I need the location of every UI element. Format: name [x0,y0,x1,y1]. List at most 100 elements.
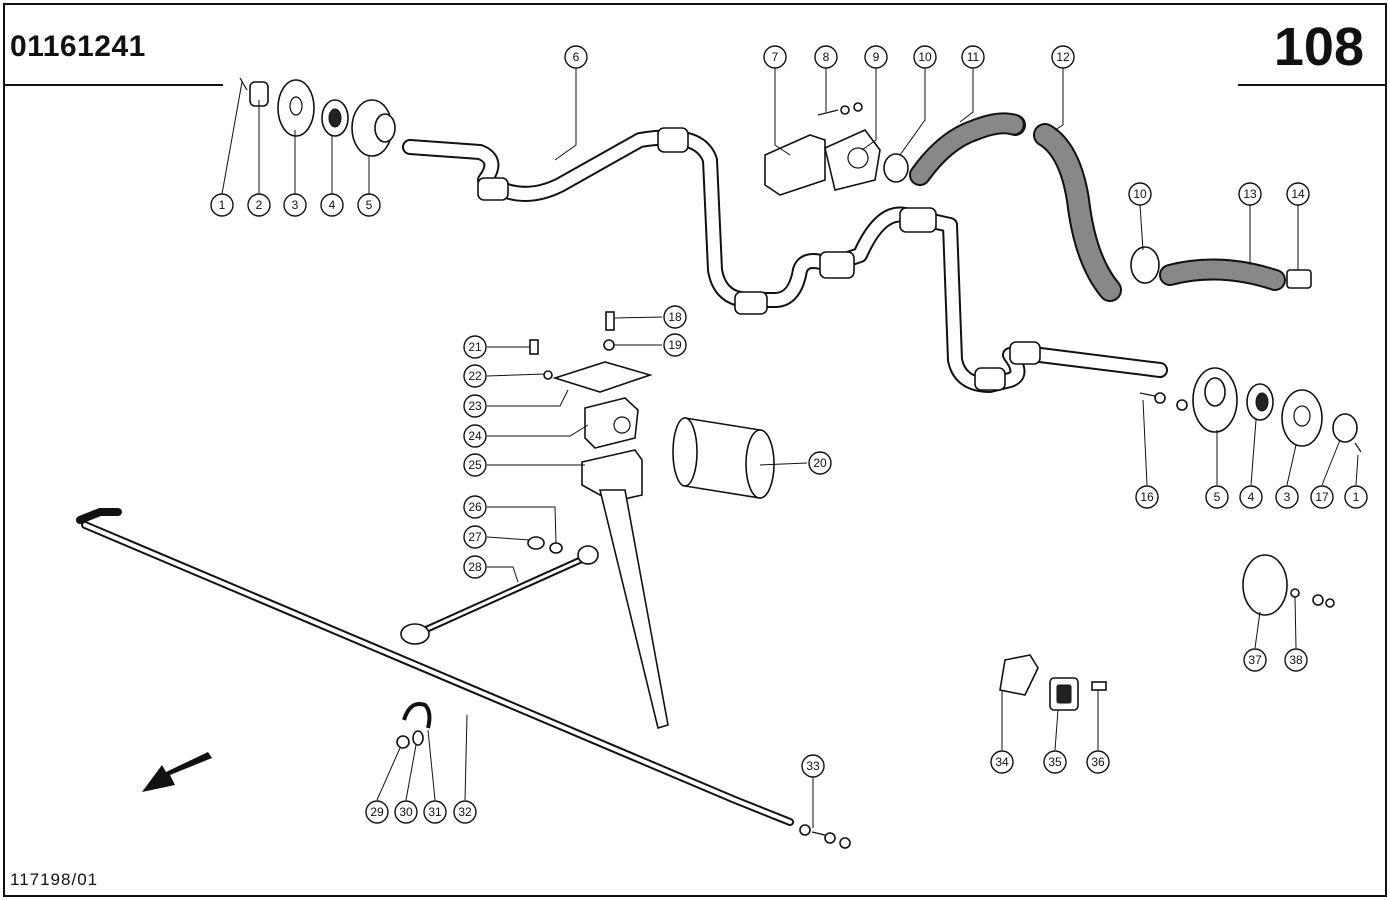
svg-text:21: 21 [468,340,482,354]
svg-text:9: 9 [873,50,880,64]
callout-38: 38 [1284,648,1308,672]
callout-23: 23 [463,394,487,418]
svg-text:28: 28 [468,560,482,574]
left-bearing-group [239,77,396,157]
svg-text:13: 13 [1243,187,1257,201]
svg-text:7: 7 [772,50,779,64]
svg-text:19: 19 [668,338,682,352]
callout-33: 33 [801,754,825,778]
right-bearing-group [1139,367,1362,453]
svg-text:27: 27 [468,530,482,544]
header-rule-right [1238,84,1385,86]
callout-27: 27 [463,525,487,549]
callout-18: 18 [663,305,687,329]
callout-35: 35 [1043,750,1067,774]
callout-32: 32 [453,800,477,824]
callout-36: 36 [1086,750,1110,774]
svg-text:26: 26 [468,500,482,514]
callout-30: 30 [394,800,418,824]
callout-3: 3 [283,193,307,217]
svg-text:10: 10 [1133,187,1147,201]
svg-text:1: 1 [219,198,226,212]
callout-1: 1 [210,193,234,217]
svg-text:24: 24 [468,429,482,443]
svg-text:22: 22 [468,369,482,383]
callout-14: 14 [1286,182,1310,206]
svg-text:8: 8 [823,50,830,64]
svg-text:20: 20 [813,456,827,470]
part-number: 01161241 [10,30,146,63]
svg-text:36: 36 [1091,755,1105,769]
callout-9: 9 [864,45,888,69]
diagram-frame [3,3,1387,897]
hose-group [909,112,1312,302]
callout-2: 2 [247,193,271,217]
callout-24: 24 [463,424,487,448]
callout-31: 31 [423,800,447,824]
svg-text:14: 14 [1291,187,1305,201]
svg-text:2: 2 [256,198,263,212]
callout-17: 17 [1310,485,1334,509]
leader-lines [221,68,1359,828]
svg-text:1: 1 [1353,490,1360,504]
svg-text:18: 18 [668,310,682,324]
cover-plate [1242,554,1335,616]
svg-text:23: 23 [468,399,482,413]
callout-12: 12 [1051,45,1075,69]
callout-11: 11 [961,45,985,69]
callout-13: 13 [1238,182,1262,206]
callout-4: 4 [1239,485,1263,509]
svg-text:32: 32 [458,805,472,819]
svg-text:11: 11 [967,50,980,64]
bracket-group [529,311,669,730]
clamp-group [999,654,1107,711]
svg-text:38: 38 [1289,653,1303,667]
callout-34: 34 [990,750,1014,774]
svg-text:29: 29 [370,805,384,819]
callout-4: 4 [320,193,344,217]
long-rod [76,508,851,849]
page-number: 108 [1273,17,1364,77]
svg-text:34: 34 [995,755,1009,769]
callout-3: 3 [1275,485,1299,509]
svg-text:35: 35 [1048,755,1062,769]
callout-5: 5 [1205,485,1229,509]
svg-text:6: 6 [573,50,580,64]
svg-text:30: 30 [399,805,413,819]
main-tube [402,127,1168,393]
callout-6: 6 [564,45,588,69]
callout-5: 5 [357,193,381,217]
callout-20: 20 [808,451,832,475]
svg-text:10: 10 [918,50,932,64]
svg-text:37: 37 [1248,653,1262,667]
callout-10: 10 [913,45,937,69]
callout-29: 29 [365,800,389,824]
callout-37: 37 [1243,648,1267,672]
sleeve [672,417,775,499]
header-rule-left [5,84,223,86]
svg-text:3: 3 [1284,490,1291,504]
callout-7: 7 [763,45,787,69]
svg-text:31: 31 [428,805,442,819]
svg-text:4: 4 [329,198,336,212]
direction-arrow-icon [142,752,212,792]
svg-text:3: 3 [292,198,299,212]
callout-22: 22 [463,364,487,388]
callout-8: 8 [814,45,838,69]
svg-text:16: 16 [1140,490,1154,504]
callout-21: 21 [463,335,487,359]
callout-28: 28 [463,555,487,579]
callout-25: 25 [463,453,487,477]
svg-text:5: 5 [1214,490,1221,504]
svg-text:12: 12 [1056,50,1070,64]
callout-19: 19 [663,333,687,357]
callout-26: 26 [463,495,487,519]
svg-text:25: 25 [468,458,482,472]
svg-text:4: 4 [1248,490,1255,504]
valve-group [764,102,909,196]
reference-code: 117198/01 [10,870,99,889]
callout-10: 10 [1128,182,1152,206]
svg-text:17: 17 [1315,490,1329,504]
